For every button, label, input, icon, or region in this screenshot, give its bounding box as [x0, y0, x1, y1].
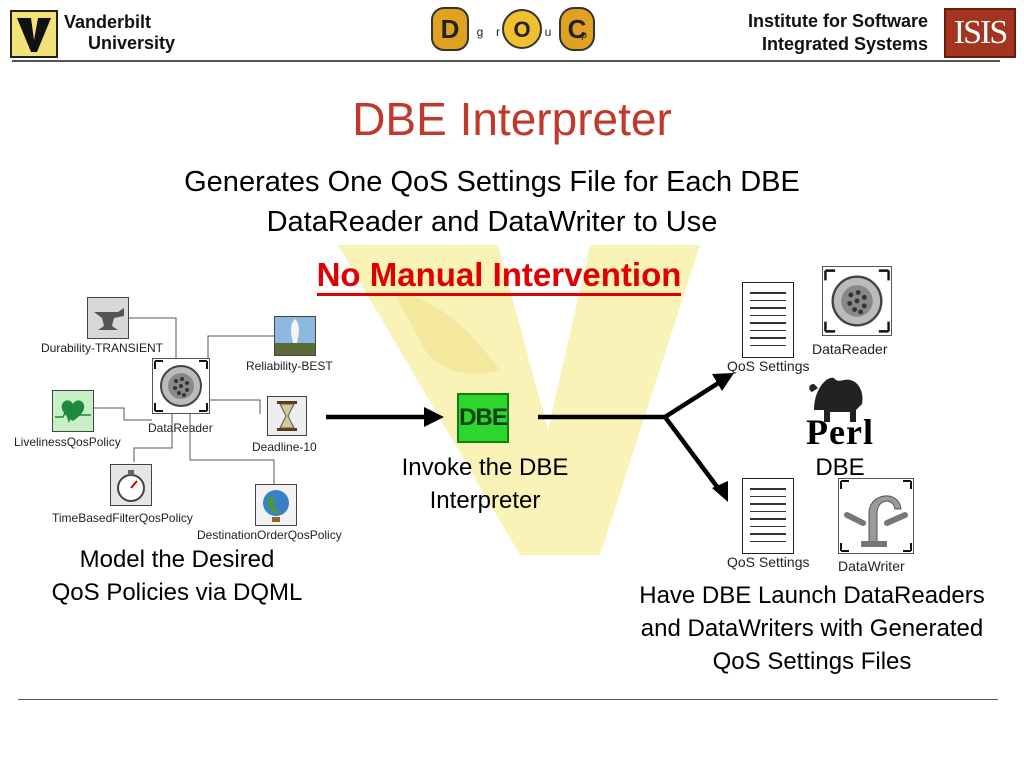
qos-settings-file-icon-bottom[interactable]	[742, 478, 794, 554]
destination-label: DestinationOrderQosPolicy	[197, 528, 342, 542]
timebased-stopwatch-icon[interactable]	[110, 464, 152, 506]
outputs-caption-line3: QoS Settings Files	[712, 648, 912, 675]
outputs-caption: Have DBE Launch DataReaders and DataWrit…	[600, 579, 1024, 678]
qos-settings-label-top: QoS Settings	[727, 358, 810, 374]
slide-title: DBE Interpreter	[352, 93, 672, 145]
interpreter-caption-line2: Interpreter	[429, 487, 541, 514]
outputs-caption-line2: and DataWriters with Generated	[640, 615, 984, 642]
isis-line2: Integrated Systems	[761, 34, 929, 54]
isis-line1: Institute for Software	[748, 11, 929, 31]
slide-subtitle: Generates One QoS Settings File for Each…	[0, 162, 984, 242]
footer-rule	[18, 699, 998, 700]
durability-label: Durability-TRANSIENT	[41, 341, 164, 355]
timebased-label: TimeBasedFilterQosPolicy	[52, 511, 193, 525]
doc-logo-letter-d: D	[441, 14, 460, 44]
doc-logo-letter-c: C	[568, 14, 587, 44]
vanderbilt-line1: Vanderbilt	[64, 12, 152, 32]
liveliness-label: LivelinessQosPolicy	[14, 435, 121, 449]
doc-logo-letter-p: p	[581, 30, 587, 41]
deadline-hourglass-icon[interactable]	[267, 396, 307, 436]
datareader-output-label: DataReader	[812, 341, 888, 357]
dbe-interpreter-button[interactable]: DBE	[457, 393, 509, 443]
durability-anvil-icon[interactable]	[87, 297, 129, 339]
emphasis-label: No Manual Intervention	[316, 256, 682, 296]
doc-logo-letter-o: O	[513, 17, 530, 42]
datawriter-faucet-icon[interactable]	[838, 478, 914, 554]
subtitle-line1: Generates One QoS Settings File for Each…	[184, 166, 800, 198]
subtitle-line2: DataReader and DataWriter to Use	[266, 206, 718, 238]
deadline-label: Deadline-10	[252, 440, 317, 454]
outputs-caption-line1: Have DBE Launch DataReaders	[639, 582, 985, 609]
vanderbilt-wordmark: Vanderbilt University	[64, 12, 175, 54]
model-caption-line1: Model the Desired	[79, 546, 275, 573]
perl-camel-icon[interactable]: Perl	[804, 370, 876, 446]
header-rule	[12, 60, 1000, 62]
datareader-output-icon[interactable]	[822, 266, 892, 336]
vanderbilt-logo	[10, 10, 58, 58]
datawriter-output-label: DataWriter	[838, 558, 905, 574]
reliability-geyser-icon[interactable]	[274, 316, 316, 356]
doc-group-logo: D g r O u C p	[431, 7, 595, 51]
doc-logo-letter-u: u	[545, 25, 552, 39]
interpreter-caption: Invoke the DBE Interpreter	[370, 451, 600, 517]
reliability-label: Reliability-BEST	[246, 359, 333, 373]
destination-globe-icon[interactable]	[255, 484, 297, 526]
isis-wordmark: Institute for Software Integrated System…	[748, 10, 928, 56]
vanderbilt-line2: University	[88, 33, 176, 53]
interpreter-caption-line1: Invoke the DBE	[401, 454, 569, 481]
doc-logo-letter-g: g	[477, 25, 484, 39]
liveliness-heart-icon[interactable]	[52, 390, 94, 432]
dbe-output-label: DBE	[815, 454, 865, 481]
model-caption: Model the Desired QoS Policies via DQML	[16, 543, 338, 609]
qos-settings-label-bottom: QoS Settings	[727, 554, 810, 570]
datareader-model-label: DataReader	[148, 421, 213, 435]
datareader-model-node[interactable]	[152, 358, 210, 414]
perl-logo-text: Perl	[806, 412, 874, 446]
model-caption-line2: QoS Policies via DQML	[51, 579, 303, 606]
isis-logo: ISIS	[944, 8, 1016, 58]
model-connectors	[72, 317, 282, 486]
emphasis-text: No Manual Intervention	[0, 256, 998, 296]
qos-settings-file-icon-top[interactable]	[742, 282, 794, 358]
doc-logo-letter-r: r	[496, 25, 500, 39]
